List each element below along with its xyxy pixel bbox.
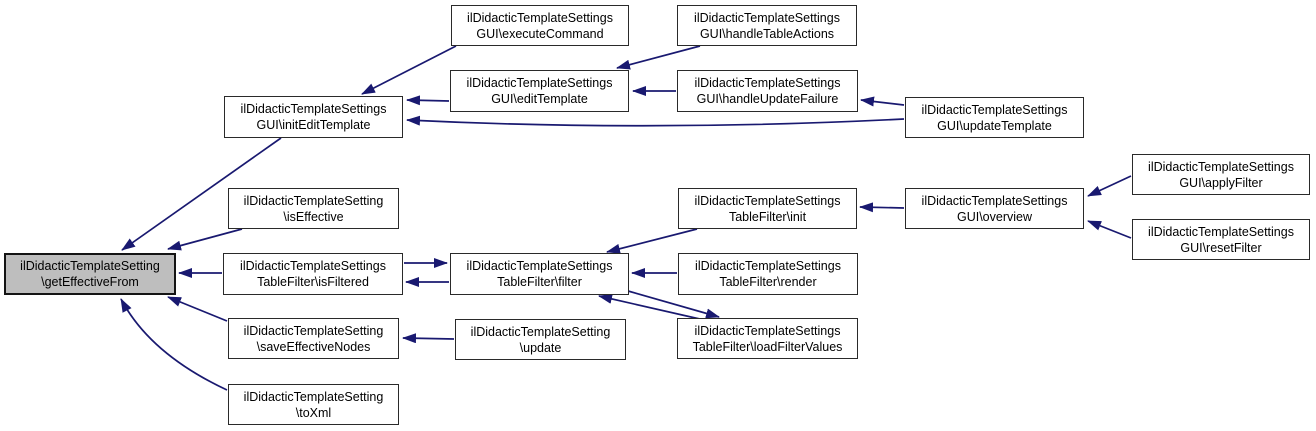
- edge-editTemplate-to-initEditTemplate: [406, 95, 450, 106]
- edge-updateTemplate-to-initEditTemplate: [406, 115, 905, 127]
- node-label-line: ilDidacticTemplateSettings: [921, 102, 1068, 117]
- edge-updateTemplate-to-handleUpdateFailure: [860, 96, 905, 107]
- edge-update-to-saveEffectiveNodes: [402, 333, 455, 344]
- node-label-line: TableFilter\render: [719, 275, 817, 289]
- edge-saveEffectiveNodes-to-getEffectiveFrom: [167, 296, 228, 322]
- node-getEffectiveFrom[interactable]: ilDidacticTemplateSetting \getEffectiveFr…: [4, 253, 176, 295]
- node-label-line: ilDidacticTemplateSettings: [695, 259, 841, 273]
- node-label-line: \toXml: [295, 405, 332, 420]
- node-label-line: \saveEffectiveNodes: [256, 339, 371, 354]
- node-label-line: ilDidacticTemplateSettings: [694, 10, 840, 25]
- edge-handleTableActions-to-editTemplate: [616, 45, 701, 70]
- node-label-line: ilDidacticTemplateSettings: [1148, 224, 1294, 239]
- node-label-line: ilDidacticTemplateSettings: [694, 76, 841, 90]
- node-label-line: \update: [519, 340, 562, 355]
- node-label-line: ilDidacticTemplateSetting: [20, 259, 160, 273]
- node-label-line: GUI\handleTableActions: [699, 26, 835, 41]
- node-label-line: ilDidacticTemplateSettings: [240, 259, 386, 273]
- node-label-line: ilDidacticTemplateSettings: [240, 102, 387, 116]
- node-label-line: GUI\editTemplate: [491, 92, 588, 106]
- node-label-line: GUI\updateTemplate: [937, 118, 1052, 133]
- edge-applyFilter-to-overview: [1087, 175, 1132, 197]
- node-label-line: \isEffective: [283, 209, 344, 224]
- edge-toXml-to-getEffectiveFrom: [120, 298, 228, 391]
- edge-resetFilter-to-overview: [1087, 220, 1132, 239]
- node-label-line: ilDidacticTemplateSettings: [466, 259, 613, 273]
- node-isEffective[interactable]: ilDidacticTemplateSetting\isEffective: [228, 188, 399, 229]
- node-label-line: GUI\handleUpdateFailure: [696, 92, 839, 106]
- node-label-line: ilDidacticTemplateSettings: [1148, 159, 1294, 174]
- node-label-line: ilDidacticTemplateSettings: [466, 76, 613, 90]
- node-label-line: TableFilter\filter: [497, 275, 582, 289]
- node-label-line: ilDidacticTemplateSetting: [243, 389, 384, 404]
- node-label-line: GUI\initEditTemplate: [256, 118, 371, 132]
- node-label-line: \getEffectiveFrom: [41, 275, 139, 289]
- node-label-line: ilDidacticTemplateSetting: [243, 323, 384, 338]
- node-label-line: ilDidacticTemplateSetting: [470, 324, 611, 339]
- node-label-line: ilDidacticTemplateSettings: [694, 323, 841, 338]
- edge-init-to-filter: [606, 228, 698, 254]
- node-label-line: ilDidacticTemplateSetting: [243, 193, 384, 208]
- node-label-line: GUI\overview: [956, 209, 1033, 224]
- node-label-line: GUI\resetFilter: [1180, 240, 1262, 255]
- node-label-line: GUI\executeCommand: [476, 26, 604, 41]
- node-label-line: TableFilter\loadFilterValues: [692, 339, 843, 354]
- node-label-line: ilDidacticTemplateSettings: [467, 10, 613, 25]
- edge-overview-to-init: [859, 202, 905, 213]
- node-toXml[interactable]: ilDidacticTemplateSetting\toXml: [228, 384, 399, 425]
- node-label-line: ilDidacticTemplateSettings: [694, 193, 841, 208]
- node-label-line: GUI\applyFilter: [1179, 175, 1263, 190]
- edge-executeCommand-to-initEditTemplate: [361, 45, 457, 95]
- node-update[interactable]: ilDidacticTemplateSetting\update: [455, 319, 626, 360]
- node-saveEffectiveNodes[interactable]: ilDidacticTemplateSetting\saveEffectiveN…: [228, 318, 399, 359]
- edge-isEffective-to-getEffectiveFrom: [167, 228, 243, 251]
- node-label-line: ilDidacticTemplateSettings: [921, 193, 1068, 208]
- node-label-line: TableFilter\isFiltered: [257, 275, 369, 289]
- node-label-line: TableFilter\init: [728, 209, 807, 224]
